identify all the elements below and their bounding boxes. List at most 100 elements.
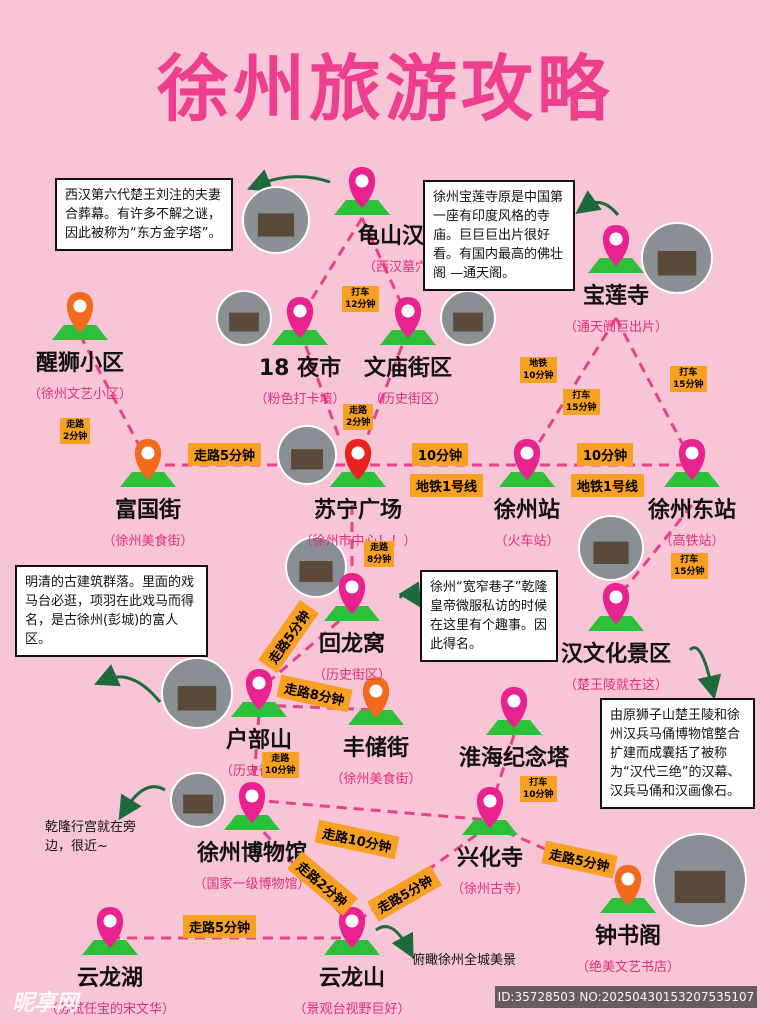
location-pin-icon [355,174,369,188]
route-line [525,317,618,463]
photo-thumbnail [183,794,213,814]
location-pin-icon [520,446,534,460]
arrow-icon [688,646,722,700]
route-label: 走路 10分钟 [262,752,299,778]
photo-thumbnail [299,561,333,582]
place-subtitle: （景观台视野巨好） [293,1002,411,1017]
arrow-icon [93,664,162,703]
route-label: 走路5分钟 [183,915,257,938]
place-subtitle: （徐州美食街） [102,534,194,549]
place-subtitle: （历史街区） [368,392,448,407]
route-label: 打车 15分钟 [671,553,708,579]
place-name: 回龙窝 [318,632,386,657]
place-subtitle: （国家一级博物馆） [193,877,311,892]
location-pin-icon [609,232,623,246]
place-yunlonghu: 云龙湖 （苏轼任宝的宋文华） [45,960,175,1017]
route-label: 地铁1号线 [410,474,484,497]
location-pin-icon [483,794,497,808]
place-name: 富国街 [114,498,182,523]
route-line [258,608,353,692]
arrow-icon [118,785,166,821]
place-subtitle: （历史街区） [312,668,392,683]
route-line [298,329,342,441]
note-guishan: 西汉第六代楚王刘注的夫妻合葬幕。有许多不解之谜，因此被称为“东方金字塔”。 [55,178,233,251]
photo-thumbnail [657,251,697,276]
place-name: 徐州东站 [647,498,737,523]
location-pin-icon [293,304,307,318]
place-name: 宝莲寺 [582,284,650,309]
photo-thumbnail [291,449,323,470]
place-hanwenhua: 汉文化景区 （楚王陵就在这） [561,636,671,693]
watermark-logo: 昵享网 [12,991,79,1016]
place-subtitle: （通天阁巨出片） [563,320,669,335]
place-name: 丰储街 [342,736,410,761]
photo-thumbnail [177,686,217,711]
note-museum: 乾隆行宫就在旁边，很近~ [45,820,137,854]
location-pin-icon [609,590,623,604]
place-yunlongshan: 云龙山 （景观台视野巨好） [293,960,410,1017]
place-name: 淮海纪念塔 [458,746,570,771]
place-huaihai: 淮海纪念塔 [459,740,569,778]
place-museum: 徐州博物馆（国家一级博物馆） [193,835,310,892]
route-label: 地铁 10分钟 [520,357,557,383]
place-wenmiao: 文庙街区（历史街区） [364,350,452,407]
place-name: 苏宁广场 [313,498,403,523]
place-subtitle: （楚王陵就在这） [563,678,669,693]
location-pin-icon [351,446,365,460]
watermark-id: ID:35728503 NO:20250430153207535107 [495,986,757,1008]
route-label: 打车 15分钟 [563,389,600,415]
place-zhongshu: 钟书阁（绝美文艺书店） [576,918,680,975]
arrow-icon [575,190,620,216]
place-xuzhouzhan: 徐州站 （火车站） [494,492,560,549]
photo-thumbnail [257,213,295,237]
route-label: 地铁1号线 [571,474,645,497]
photo-thumbnail [453,312,483,332]
location-pin-icon [345,580,359,594]
place-xingshi: 醒狮小区（徐州文艺小区） [28,345,132,402]
place-subtitle: （粉色打卡墙） [254,392,346,407]
location-pin-icon [685,446,699,460]
place-name: 兴化寺 [456,846,524,871]
route-label: 打车 15分钟 [670,366,707,392]
route-line [614,504,694,601]
place-name: 云龙湖 [76,966,144,991]
place-name: 汉文化景区 [560,642,672,667]
note-baolian: 徐州宝莲寺原是中国第一座有印度风格的寺庙。巨巨巨出片很好看。有国内最高的佛壮阁 … [423,180,575,291]
route-line [364,329,410,441]
place-name: 醒狮小区 [35,351,125,376]
location-pin-icon [252,676,266,690]
photo-thumbnail [674,870,726,903]
route-label: 走路5分钟 [188,443,262,466]
route-line [298,217,364,319]
photo-thumbnail [593,541,629,564]
place-ye: 18 夜市 （粉色打卡墙） [254,350,345,407]
note-hubu: 明清的古建筑群落。里面的戏马台必逛，项羽在此戏马而得名，是古徐州(彭城)的富人区… [15,565,208,657]
place-subtitle: （苏轼任宝的宋文华） [44,1002,176,1017]
place-subtitle: （火车站） [494,534,560,549]
arrow-icon [398,581,422,609]
place-dongzhan: 徐州东站 （高铁站） [648,492,736,549]
location-pin-icon [73,299,87,313]
note-huilong: 徐州“宽窄巷子”乾隆皇帝微服私访的时候在这里有个趣事。因此得名。 [420,570,558,662]
place-suning: 苏宁广场 （徐州市中心！！） [299,492,416,549]
place-huilong: 回龙窝 （历史街区） [313,626,391,683]
place-name: 云龙山 [318,966,386,991]
location-pin-icon [401,304,415,318]
route-line [258,703,377,712]
place-subtitle: （徐州市中心！！） [299,534,417,549]
place-fuguo: 富国街 （徐州美食街） [102,492,193,549]
location-pin-icon [507,694,521,708]
route-label: 10分钟 [412,443,469,466]
note-hanwenhua: 由原狮子山楚王陵和徐州汉兵马俑博物馆整合扩建而成囊括了被称为“汉代三绝”的汉幕、… [600,698,755,809]
route-line [251,798,491,822]
arrow-icon [246,169,331,192]
place-name: 户部山 [225,728,293,753]
route-label: 走路 2分钟 [343,404,374,430]
place-name: 徐州站 [493,498,561,523]
place-name: 18 夜市 [258,356,342,381]
location-pin-icon [245,789,259,803]
photo-thumbnail [229,312,259,332]
route-label: 走路 8分钟 [364,541,395,567]
note-yunlongshan: 俯瞰徐州全城美景 [412,953,517,968]
place-subtitle: （高铁站） [659,534,725,549]
